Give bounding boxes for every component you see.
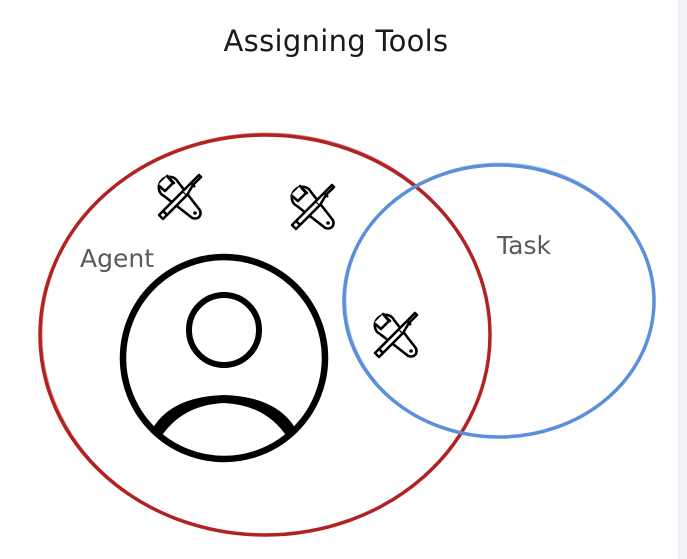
agent-circle <box>38 133 492 537</box>
user-avatar-icon <box>119 253 329 463</box>
diagram-title: Assigning Tools <box>223 24 449 58</box>
task-label: Task <box>497 231 551 260</box>
scrollbar-track[interactable] <box>678 0 687 559</box>
agent-label: Agent <box>80 244 154 273</box>
tool-icon-2 <box>289 183 336 231</box>
tool-icon-1 <box>156 173 203 221</box>
tool-icon-3 <box>372 311 419 359</box>
